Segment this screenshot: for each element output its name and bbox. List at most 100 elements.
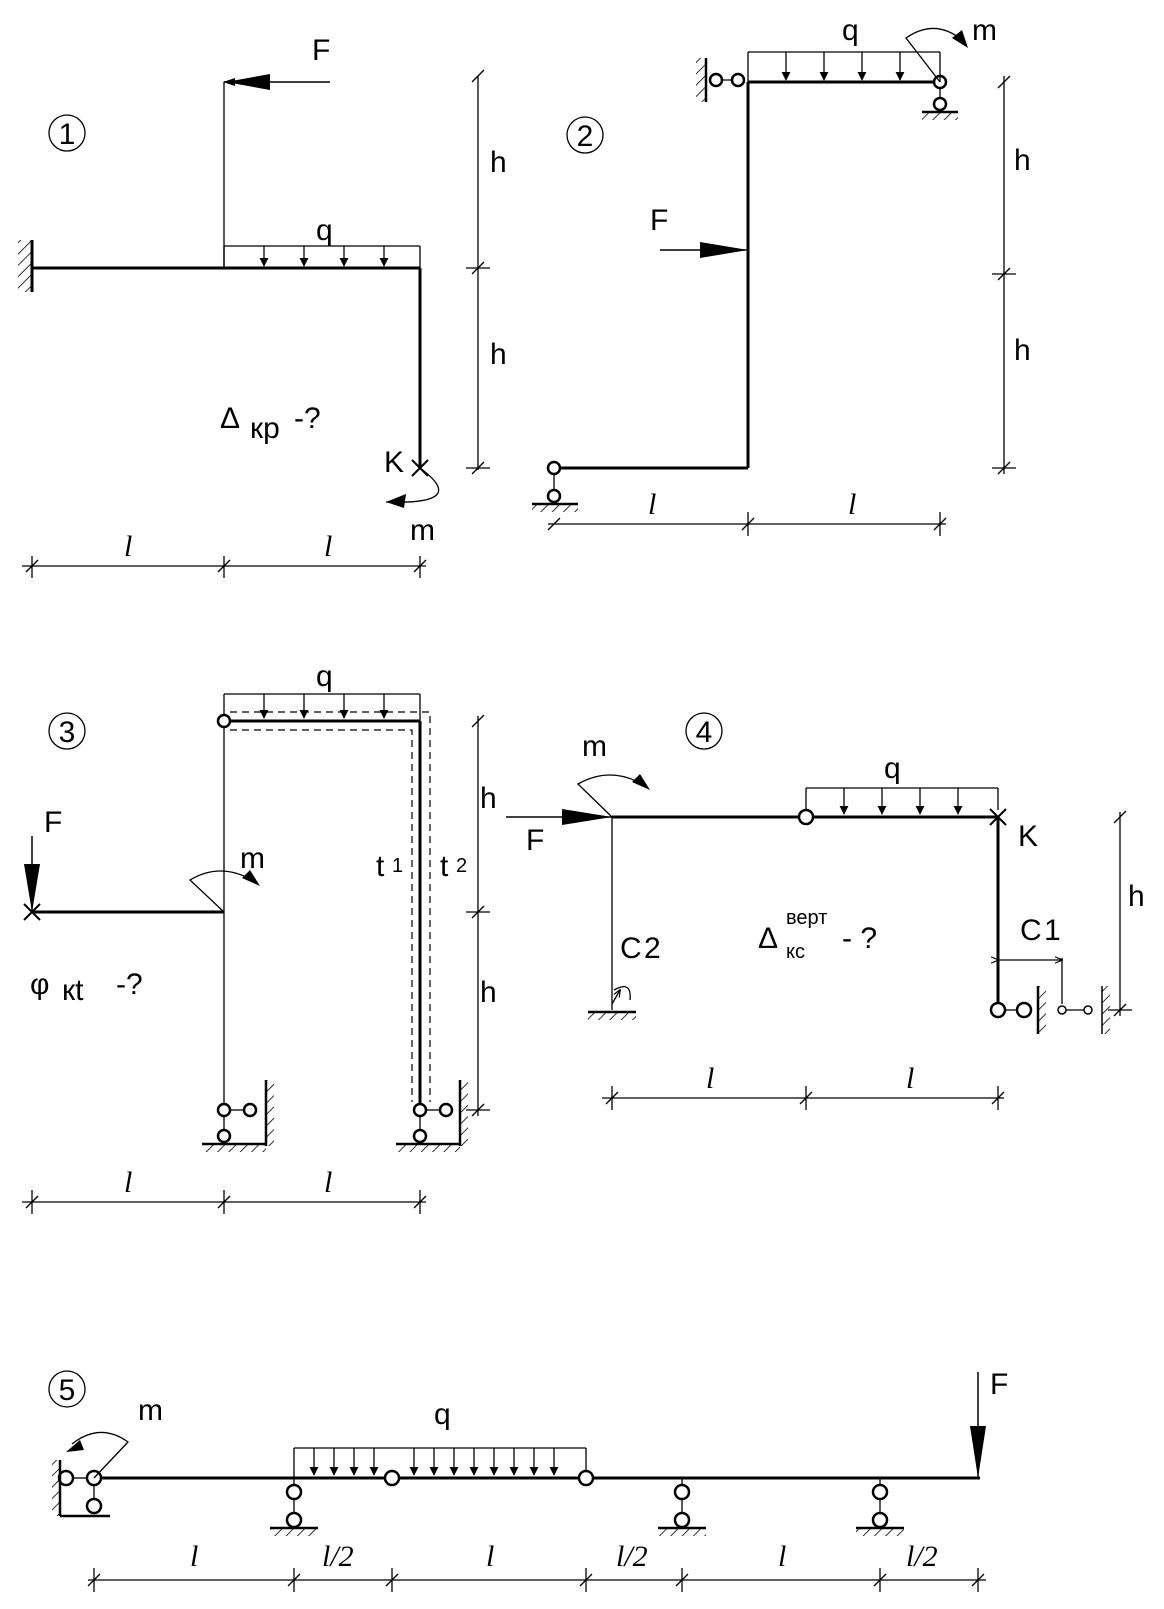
unknown-symbol: Δ bbox=[758, 922, 778, 955]
link-hinge bbox=[730, 72, 746, 88]
c2-sub: 2 bbox=[644, 932, 661, 965]
scheme-number-circle bbox=[685, 712, 723, 750]
scheme-number-circle bbox=[48, 712, 86, 750]
support-right bbox=[989, 986, 1046, 1034]
middle-hinge bbox=[797, 808, 815, 826]
horizontal-dimension bbox=[22, 556, 427, 578]
dim-h-top: h bbox=[490, 146, 507, 179]
temperature-outer-line bbox=[230, 711, 431, 1102]
dim-l-right: l bbox=[324, 1166, 332, 1199]
dim-l-left: l bbox=[706, 1062, 714, 1095]
force-label: F bbox=[650, 204, 668, 237]
unknown-suffix: -? bbox=[116, 968, 143, 1001]
dim-segment-1: l bbox=[190, 1540, 198, 1573]
point-k-cross bbox=[23, 903, 41, 921]
dim-l-right: l bbox=[848, 488, 856, 521]
wall-hatch bbox=[696, 58, 706, 102]
fixed-support-hatch bbox=[588, 1012, 636, 1020]
dim-segment-3: l bbox=[486, 1540, 494, 1573]
vertical-dimension bbox=[992, 75, 1016, 475]
force-label: F bbox=[990, 1368, 1008, 1401]
distributed-load bbox=[805, 787, 999, 815]
moment-label: m bbox=[240, 842, 265, 875]
t1-sub: 1 bbox=[392, 855, 403, 877]
dim-segment-4: l/2 bbox=[616, 1540, 648, 1573]
vertical-dimension bbox=[1108, 810, 1132, 1017]
vertical-dimension bbox=[466, 69, 490, 475]
link-hinge bbox=[708, 72, 724, 88]
distributed-load bbox=[747, 51, 941, 82]
c1-sub: 1 bbox=[1044, 914, 1061, 947]
horizontal-dimension bbox=[22, 1190, 427, 1214]
unknown-sup: верт bbox=[786, 907, 827, 929]
moment-label: m bbox=[972, 14, 997, 47]
c1-label: C bbox=[1020, 914, 1042, 947]
fixed-support-hatch bbox=[18, 240, 32, 292]
scheme-number: 3 bbox=[59, 716, 76, 749]
beam-hinge bbox=[383, 1469, 401, 1487]
dim-segment-6: l/2 bbox=[906, 1540, 938, 1573]
force-arrow-head bbox=[562, 809, 612, 825]
moment-curve bbox=[71, 1431, 129, 1479]
force-label: F bbox=[526, 824, 544, 857]
support-hinge bbox=[546, 488, 562, 504]
dim-h-top: h bbox=[1014, 144, 1031, 177]
unknown-sub: кс bbox=[786, 941, 805, 963]
moment-label: m bbox=[138, 1394, 163, 1427]
support-hinge bbox=[932, 96, 948, 112]
t2-sub: 2 bbox=[456, 855, 467, 877]
c1-dimension bbox=[998, 958, 1062, 1004]
scheme-1: 1 F q K m Δ кр -? bbox=[18, 34, 507, 578]
scheme-number: 5 bbox=[59, 1374, 76, 1407]
roller-support-2 bbox=[658, 1478, 706, 1536]
ground-hatch bbox=[532, 504, 578, 512]
t1-label: t bbox=[376, 850, 385, 883]
moment-label: m bbox=[410, 514, 435, 547]
moment-arrowhead bbox=[632, 774, 650, 790]
scheme-number-circle bbox=[48, 114, 86, 152]
load-label: q bbox=[842, 14, 859, 47]
support-left bbox=[52, 1460, 110, 1518]
unknown-sub: кр bbox=[250, 412, 280, 445]
bottom-left-hinge bbox=[546, 460, 562, 476]
point-label: K bbox=[1018, 820, 1038, 853]
scheme-4: 4 K q F m C 2 bbox=[506, 712, 1145, 1110]
moment-arrowhead bbox=[242, 870, 260, 886]
horizontal-dimension bbox=[87, 1568, 986, 1592]
load-label: q bbox=[316, 214, 333, 247]
vertical-dimension bbox=[466, 714, 490, 1117]
scheme-number: 1 bbox=[59, 118, 76, 151]
c2-label: C bbox=[620, 932, 642, 965]
scheme-number-circle bbox=[48, 1370, 86, 1408]
moment-arrowhead bbox=[66, 1440, 84, 1452]
dim-h-bottom: h bbox=[1014, 334, 1031, 367]
dim-h-top: h bbox=[480, 782, 497, 815]
moment-label: m bbox=[582, 730, 607, 763]
top-left-hinge bbox=[216, 713, 232, 729]
scheme-number: 4 bbox=[696, 716, 713, 749]
roller-support-1 bbox=[270, 1478, 318, 1536]
unknown-sub: кt bbox=[62, 974, 84, 1007]
load-label: q bbox=[316, 660, 333, 693]
load-label: q bbox=[434, 1398, 451, 1431]
unknown-suffix: - ? bbox=[842, 922, 877, 955]
unknown-symbol: φ bbox=[30, 968, 49, 1001]
force-label: F bbox=[44, 806, 62, 839]
unknown-symbol: Δ bbox=[220, 402, 240, 435]
support-right bbox=[396, 1080, 468, 1152]
support-displaced-ghost bbox=[1057, 986, 1110, 1034]
moment-curve bbox=[576, 774, 643, 818]
force-arrow-head bbox=[24, 864, 40, 912]
scheme-number-circle bbox=[566, 116, 604, 154]
t2-label: t bbox=[440, 850, 449, 883]
dim-segment-5: l bbox=[778, 1540, 786, 1573]
point-label: K bbox=[384, 446, 404, 479]
dim-l-right: l bbox=[906, 1062, 914, 1095]
unknown-suffix: -? bbox=[294, 402, 321, 435]
horizontal-dimension bbox=[602, 1086, 1005, 1110]
load-label: q bbox=[884, 752, 901, 785]
scheme-number: 2 bbox=[577, 120, 594, 153]
distributed-load bbox=[223, 245, 421, 268]
scheme-2: 2 q m F bbox=[532, 14, 1031, 536]
